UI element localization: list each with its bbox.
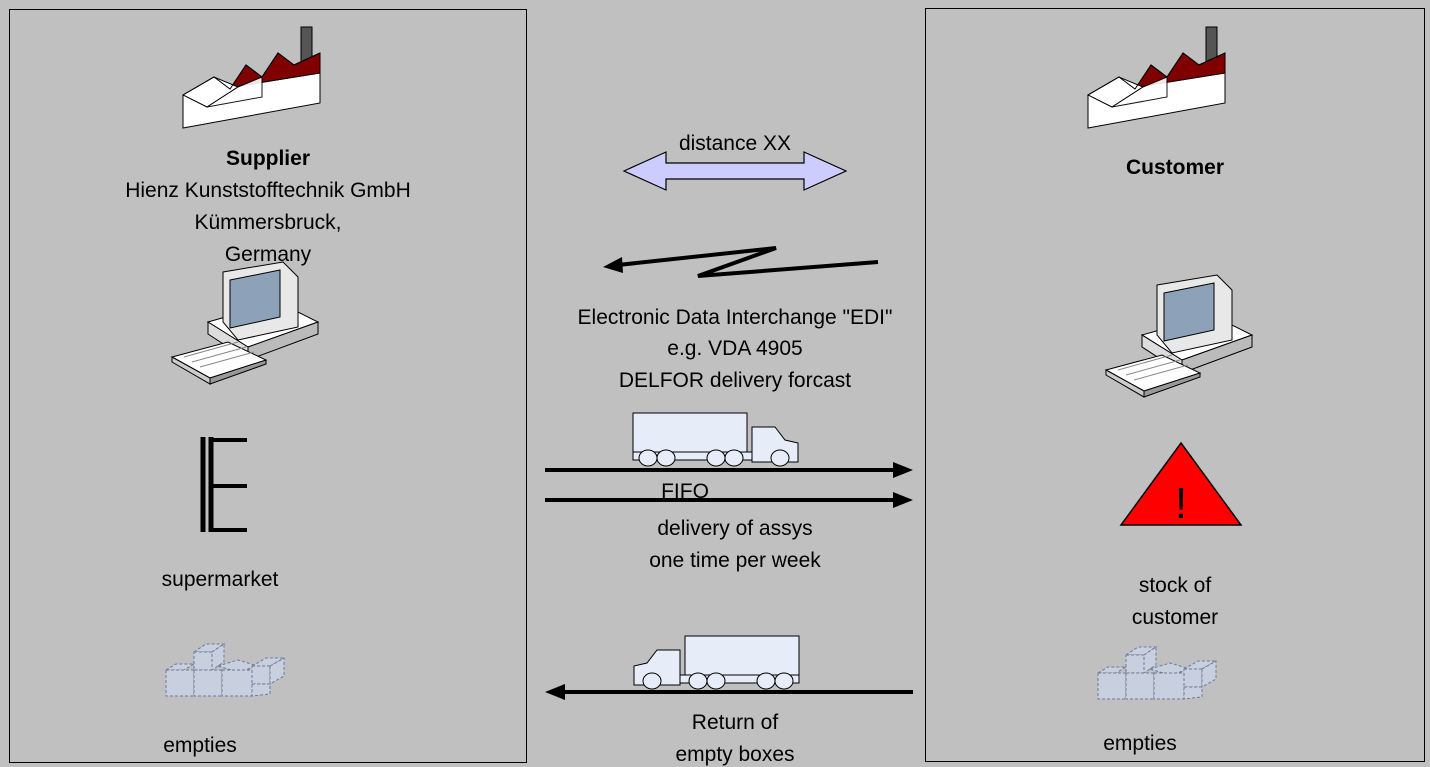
supplier-factory-icon <box>181 26 321 129</box>
delivery-arrow-lower <box>545 492 913 508</box>
supermarket-label: supermarket <box>161 568 279 591</box>
customer-factory-icon <box>1086 26 1226 129</box>
delivery-truck-icon <box>632 412 799 467</box>
edi-line-1: Electronic Data Interchange "EDI" <box>577 306 893 329</box>
customer-empties-label: empties <box>1103 732 1177 755</box>
supplier-company: Hienz Kunststofftechnik GmbH <box>125 179 411 202</box>
edi-line-3: DELFOR delivery forcast <box>618 369 852 392</box>
supplier-city: Kümmersbruck, <box>194 211 342 234</box>
customer-empties-boxes-icon <box>1096 646 1218 700</box>
distance-label: distance XX <box>678 132 792 155</box>
return-line-1: Return of <box>691 711 779 734</box>
edi-line-2: e.g. VDA 4905 <box>667 337 803 360</box>
supplier-country: Germany <box>224 243 312 266</box>
warning-icon: ! <box>1119 441 1243 528</box>
double-arrow-icon <box>622 151 848 191</box>
customer-title: Customer <box>1125 156 1225 179</box>
supplier-computer-icon <box>170 261 320 385</box>
return-line-2: empty boxes <box>675 743 795 766</box>
delivery-arrow-upper <box>545 462 913 478</box>
warning-symbol: ! <box>1175 479 1187 528</box>
delivery-line-1: delivery of assys <box>657 517 813 540</box>
supplier-title: Supplier <box>225 147 310 170</box>
supplier-empties-boxes-icon <box>164 643 286 697</box>
stock-label-line-1: stock of <box>1138 574 1212 597</box>
return-truck-icon <box>633 635 800 690</box>
return-arrow <box>545 684 913 700</box>
customer-computer-icon <box>1104 274 1254 398</box>
edi-lightning-arrow-icon <box>603 246 879 278</box>
supplier-empties-label: empties <box>163 734 237 757</box>
fifo-label: FIFO <box>661 480 709 503</box>
supermarket-rack-icon <box>200 437 247 532</box>
delivery-line-2: one time per week <box>649 549 821 572</box>
stock-label-line-2: customer <box>1131 606 1219 629</box>
supplier-panel <box>9 9 527 763</box>
